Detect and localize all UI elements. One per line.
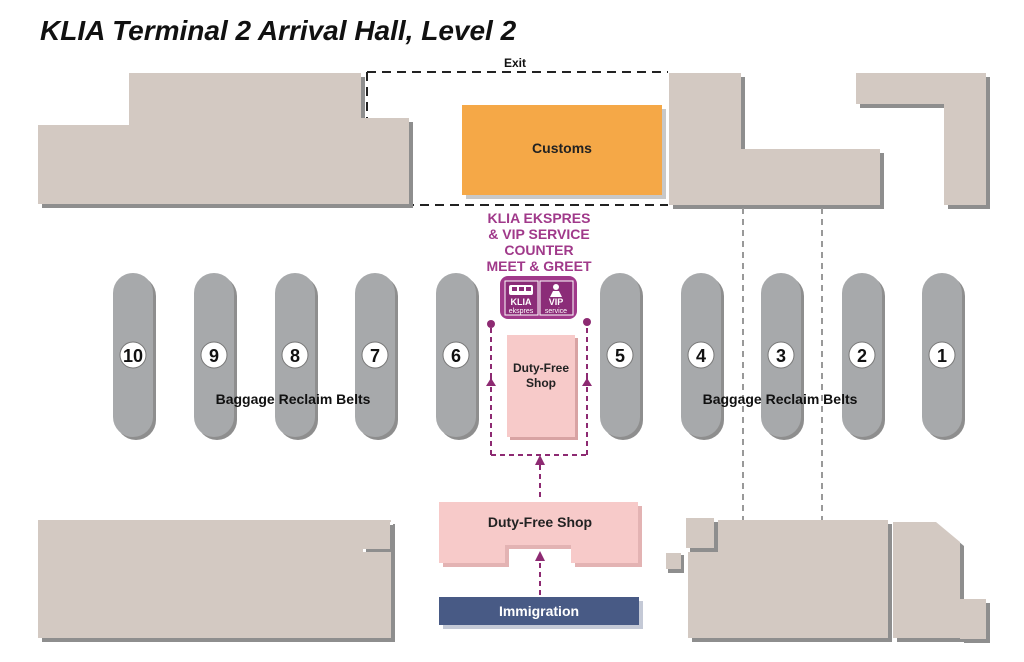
service-logo-text: service bbox=[545, 308, 567, 315]
ekspres-logo-text: ekspres bbox=[509, 308, 534, 315]
building-bottom-center-right bbox=[666, 518, 892, 642]
immigration-area[interactable]: Immigration bbox=[439, 597, 643, 629]
page-title: KLIA Terminal 2 Arrival Hall, Level 2 bbox=[40, 15, 517, 46]
belt-3[interactable]: 3 bbox=[761, 273, 804, 440]
belt-1[interactable]: 1 bbox=[922, 273, 965, 440]
counter-label-line3: COUNTER bbox=[504, 242, 573, 258]
duty-free-inner-line2: Shop bbox=[526, 376, 556, 390]
counter-label-line1: KLIA EKSPRES bbox=[488, 210, 591, 226]
building-top-left bbox=[38, 73, 413, 208]
belt-number: 6 bbox=[451, 346, 461, 366]
belt-6[interactable]: 6 bbox=[436, 273, 479, 440]
belt-number: 5 bbox=[615, 346, 625, 366]
belt-10[interactable]: 10 bbox=[113, 273, 156, 440]
exit-zone: Exit bbox=[366, 56, 668, 206]
counter-label-line4: MEET & GREET bbox=[486, 258, 591, 274]
belt-8[interactable]: 8 bbox=[275, 273, 318, 440]
customs-area: Customs bbox=[462, 105, 666, 199]
belt-number: 10 bbox=[123, 346, 143, 366]
building-top-center-right bbox=[669, 73, 884, 209]
belt-number: 3 bbox=[776, 346, 786, 366]
duty-free-inner-line1: Duty-Free bbox=[513, 361, 569, 375]
belt-number: 8 bbox=[290, 346, 300, 366]
klia-logo-text: KLIA bbox=[511, 297, 532, 307]
train-icon bbox=[509, 285, 533, 295]
building-bottom-left bbox=[38, 520, 395, 642]
belt-number: 4 bbox=[696, 346, 706, 366]
belt-4[interactable]: 4 bbox=[681, 273, 724, 440]
belt-number: 9 bbox=[209, 346, 219, 366]
vip-person-icon bbox=[550, 284, 562, 297]
building-bottom-right bbox=[893, 522, 990, 643]
vip-logo-text: VIP bbox=[549, 297, 564, 307]
duty-free-shop-lower[interactable]: Duty-Free Shop bbox=[439, 502, 642, 567]
belt-number: 7 bbox=[370, 346, 380, 366]
duty-free-lower-label: Duty-Free Shop bbox=[488, 514, 592, 530]
belt-2[interactable]: 2 bbox=[842, 273, 885, 440]
exit-label: Exit bbox=[504, 56, 526, 70]
building-top-right bbox=[856, 73, 990, 209]
baggage-label-left: Baggage Reclaim Belts bbox=[216, 391, 371, 407]
customs-label: Customs bbox=[532, 140, 592, 156]
immigration-label: Immigration bbox=[499, 603, 579, 619]
baggage-belts: 10 9 8 7 6 bbox=[113, 273, 965, 440]
belt-number: 1 bbox=[937, 346, 947, 366]
belt-number: 2 bbox=[857, 346, 867, 366]
baggage-label-right: Baggage Reclaim Belts bbox=[703, 391, 858, 407]
belt-9[interactable]: 9 bbox=[194, 273, 237, 440]
counter-label-line2: & VIP SERVICE bbox=[488, 226, 589, 242]
walking-route bbox=[490, 325, 588, 595]
duty-free-shop-inner[interactable]: Duty-Free Shop bbox=[507, 335, 578, 440]
belt-5[interactable]: 5 bbox=[600, 273, 643, 440]
klia-ekspres-vip-counter[interactable]: KLIA ekspres VIP service bbox=[500, 276, 577, 319]
klia-ekspres-counter-label: KLIA EKSPRES & VIP SERVICE COUNTER MEET … bbox=[486, 210, 591, 274]
route-arrows bbox=[486, 318, 592, 386]
belt-7[interactable]: 7 bbox=[355, 273, 398, 440]
